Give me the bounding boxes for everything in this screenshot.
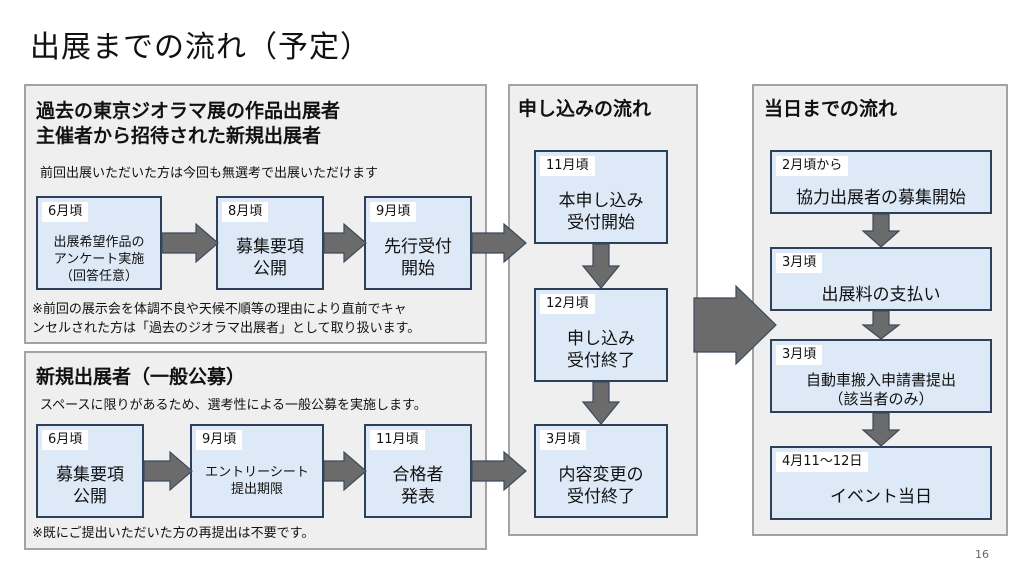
step-text: 出展料の支払い (821, 285, 941, 305)
step-date: 6月頃 (42, 430, 89, 450)
step-date: 9月頃 (370, 202, 417, 222)
page-number: 16 (975, 548, 989, 561)
past-step-early-reception: 9月頃 先行受付 開始 (364, 196, 472, 290)
panel-past-footnote-line1: ※前回の展示会を体調不良や天候不順等の理由により直前でキャ (32, 302, 407, 317)
past-step-survey: 6月頃 出展希望作品の アンケート実施 （回答任意） (36, 196, 162, 290)
day-step-vehicle-application: 3月頃 自動車搬入申請書提出 （該当者のみ） (770, 339, 992, 413)
day-step-payment: 3月頃 出展料の支払い (770, 247, 992, 311)
step-text: 先行受付 開始 (384, 237, 452, 279)
day-step-event: 4月11〜12日 イベント当日 (770, 446, 992, 520)
arrow-right-icon (143, 450, 193, 492)
panel-past-title-line1: 過去の東京ジオラマ展の作品出展者 (36, 100, 341, 122)
step-date: 11月頃 (540, 156, 595, 176)
page-title: 出展までの流れ（予定） (30, 30, 371, 65)
step-date: 12月頃 (540, 294, 595, 314)
step-date: 3月頃 (776, 253, 823, 273)
step-text: 協力出展者の募集開始 (796, 188, 966, 208)
arrow-right-icon (471, 222, 527, 264)
arrow-right-icon (471, 450, 527, 492)
step-text: 申し込み 受付終了 (567, 329, 635, 371)
new-step-entry-sheet: 9月頃 エントリーシート 提出期限 (190, 424, 324, 518)
panel-new-note: スペースに限りがあるため、選考性による一般公募を実施します。 (40, 398, 427, 413)
step-text: 本申し込み 受付開始 (558, 191, 644, 233)
step-text: イベント当日 (830, 487, 932, 507)
apply-step-start: 11月頃 本申し込み 受付開始 (534, 150, 668, 244)
arrow-right-icon (323, 222, 367, 264)
past-step-guidelines: 8月頃 募集要項 公開 (216, 196, 324, 290)
new-step-guidelines: 6月頃 募集要項 公開 (36, 424, 144, 518)
step-date: 6月頃 (42, 202, 89, 222)
step-text: 募集要項 公開 (236, 237, 304, 279)
panel-past-title-line2: 主催者から招待された新規出展者 (36, 125, 322, 147)
panel-new-title: 新規出展者（一般公募） (36, 366, 246, 388)
step-text: 内容変更の 受付終了 (558, 465, 644, 507)
step-text: 出展希望作品の アンケート実施 （回答任意） (53, 235, 145, 284)
step-date: 3月頃 (540, 430, 587, 450)
arrow-down-icon (861, 213, 901, 248)
step-text: 自動車搬入申請書提出 （該当者のみ） (805, 371, 956, 408)
panel-past-note: 前回出展いただいた方は今回も無選考で出展いただけます (40, 166, 379, 181)
step-text: 合格者 発表 (392, 465, 444, 507)
arrow-down-icon (581, 381, 621, 425)
arrow-down-icon (861, 310, 901, 340)
step-date: 3月頃 (776, 345, 823, 365)
arrow-right-icon (323, 450, 367, 492)
arrow-right-large-icon (693, 284, 777, 366)
panel-day-title: 当日までの流れ (764, 98, 898, 120)
day-step-partner-recruit: 2月頃から 協力出展者の募集開始 (770, 150, 992, 214)
step-date: 9月頃 (196, 430, 243, 450)
step-date: 2月頃から (776, 156, 849, 176)
arrow-down-icon (581, 243, 621, 289)
step-date: 8月頃 (222, 202, 269, 222)
step-date: 11月頃 (370, 430, 425, 450)
apply-step-end: 12月頃 申し込み 受付終了 (534, 288, 668, 382)
step-text: 募集要項 公開 (56, 465, 124, 507)
panel-apply-title: 申し込みの流れ (518, 98, 652, 120)
panel-past-footnote-line2: ンセルされた方は「過去のジオラマ出展者」として取り扱います。 (32, 321, 421, 336)
arrow-right-icon (161, 222, 219, 264)
panel-new-footnote: ※既にご提出いただいた方の再提出は不要です。 (32, 526, 315, 541)
step-date: 4月11〜12日 (776, 452, 869, 472)
step-text: エントリーシート 提出期限 (205, 465, 309, 497)
arrow-down-icon (861, 412, 901, 447)
apply-step-change-deadline: 3月頃 内容変更の 受付終了 (534, 424, 668, 518)
